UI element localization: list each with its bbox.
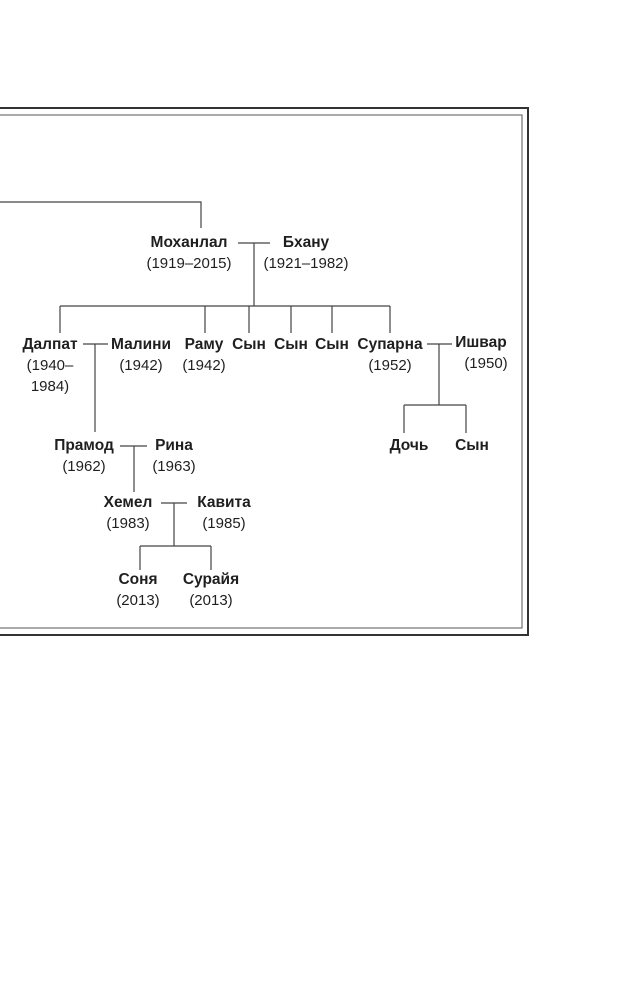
person-name: Сын: [274, 336, 308, 353]
person-rina: Рина (1963): [147, 435, 201, 477]
person-name: Далпат: [22, 336, 78, 353]
person-years: (1942): [182, 357, 226, 374]
person-name: Сын: [455, 437, 489, 454]
person-name: Малини: [111, 336, 171, 353]
person-name: Сурайя: [182, 571, 240, 588]
person-daughter: Дочь: [384, 435, 434, 456]
person-kavita: Кавита (1985): [189, 492, 259, 534]
person-son-4: Сын: [451, 435, 493, 456]
person-name: Раму: [184, 336, 224, 353]
person-name: Соня: [118, 571, 158, 588]
person-malini: Малини (1942): [106, 334, 176, 376]
inner-frame: [0, 114, 523, 629]
person-son-2: Сын: [272, 334, 310, 355]
person-name: Сын: [315, 336, 349, 353]
person-years: (1942): [119, 357, 163, 374]
person-years: (1985): [202, 515, 246, 532]
person-years: (1963): [152, 458, 196, 475]
person-years: (2013): [189, 592, 233, 609]
person-dalpat: Далпат (1940– 1984): [18, 334, 82, 397]
person-surayya: Сурайя (2013): [176, 569, 246, 611]
person-name: Сын: [232, 336, 266, 353]
person-mohanlal: Моханлал (1919–2015): [138, 232, 240, 274]
person-years: (1962): [62, 458, 106, 475]
person-sonya: Соня (2013): [110, 569, 166, 611]
person-name: Прамод: [54, 437, 114, 454]
person-pramod: Прамод (1962): [50, 435, 118, 477]
person-name: Моханлал: [150, 234, 228, 251]
ancestor-link-line: [0, 201, 202, 228]
person-hemel: Хемел (1983): [98, 492, 158, 534]
person-years-line1: (1940–: [26, 357, 74, 374]
person-ramu: Раму (1942): [177, 334, 231, 376]
person-name: Дочь: [389, 437, 429, 454]
person-years: (1919–2015): [146, 255, 232, 272]
person-years: (1983): [106, 515, 150, 532]
person-years: (1950): [464, 355, 508, 372]
outer-frame: [0, 107, 529, 636]
person-name: Бхану: [282, 234, 330, 251]
person-name: Рина: [155, 437, 193, 454]
person-suparna: Супарна (1952): [352, 334, 428, 376]
person-bhanu: Бхану (1921–1982): [256, 232, 356, 274]
person-years: (1921–1982): [263, 255, 349, 272]
person-name: Супарна: [357, 336, 423, 353]
person-son-1: Сын: [230, 334, 268, 355]
person-years-line2: 1984): [30, 378, 70, 395]
person-son-3: Сын: [313, 334, 351, 355]
person-name: Хемел: [103, 494, 153, 511]
person-ishwar: Ишвар (1950): [450, 332, 512, 374]
person-name: Ишвар: [455, 334, 507, 351]
person-years: (1952): [368, 357, 412, 374]
person-name: Кавита: [197, 494, 251, 511]
person-years: (2013): [116, 592, 160, 609]
